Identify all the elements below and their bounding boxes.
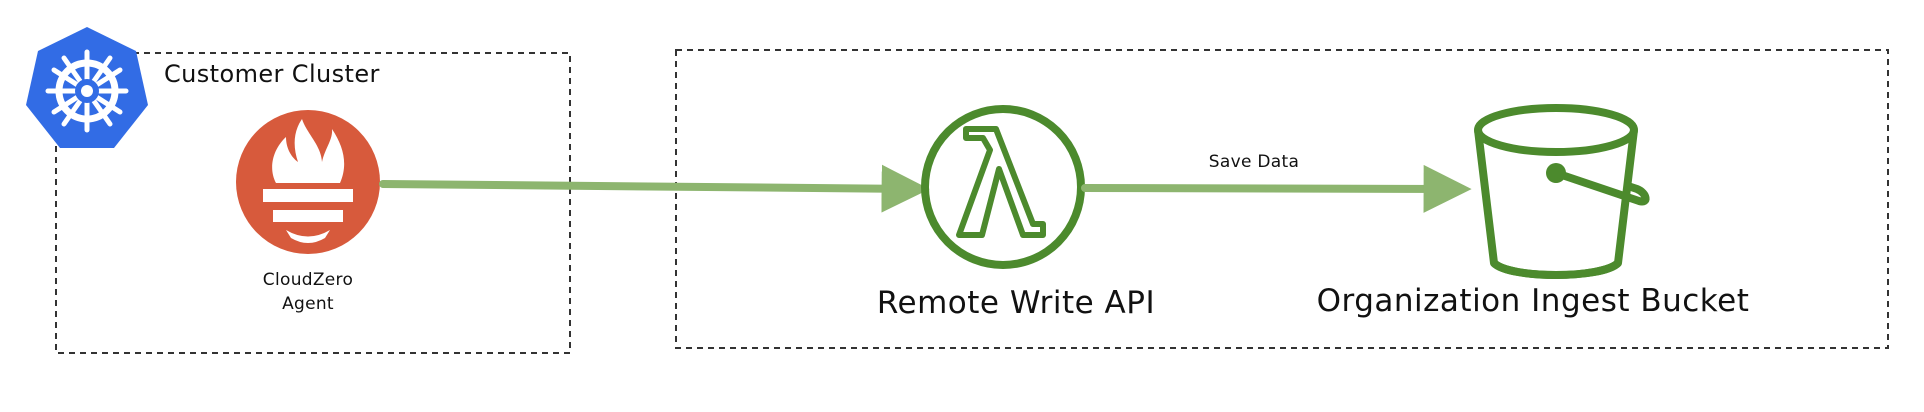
cloudzero-agent-label-line2: Agent: [282, 294, 334, 314]
save-data-label: Save Data: [1209, 152, 1299, 172]
cloudzero-agent-label-line1: CloudZero: [263, 270, 353, 290]
customer-cluster-boundary: [55, 52, 571, 354]
s3-bucket-icon: [1474, 104, 1650, 279]
kubernetes-icon: [26, 27, 148, 148]
api-to-bucket-arrow: [1081, 164, 1472, 213]
agent-to-api-arrow: [379, 164, 930, 213]
cloud-boundary: [675, 49, 1889, 349]
prometheus-icon: [236, 110, 380, 254]
aws-lambda-icon: [921, 105, 1085, 269]
remote-write-api-label: Remote Write API: [877, 285, 1155, 321]
organization-ingest-bucket-label: Organization Ingest Bucket: [1317, 283, 1750, 319]
customer-cluster-label: Customer Cluster: [164, 60, 380, 88]
